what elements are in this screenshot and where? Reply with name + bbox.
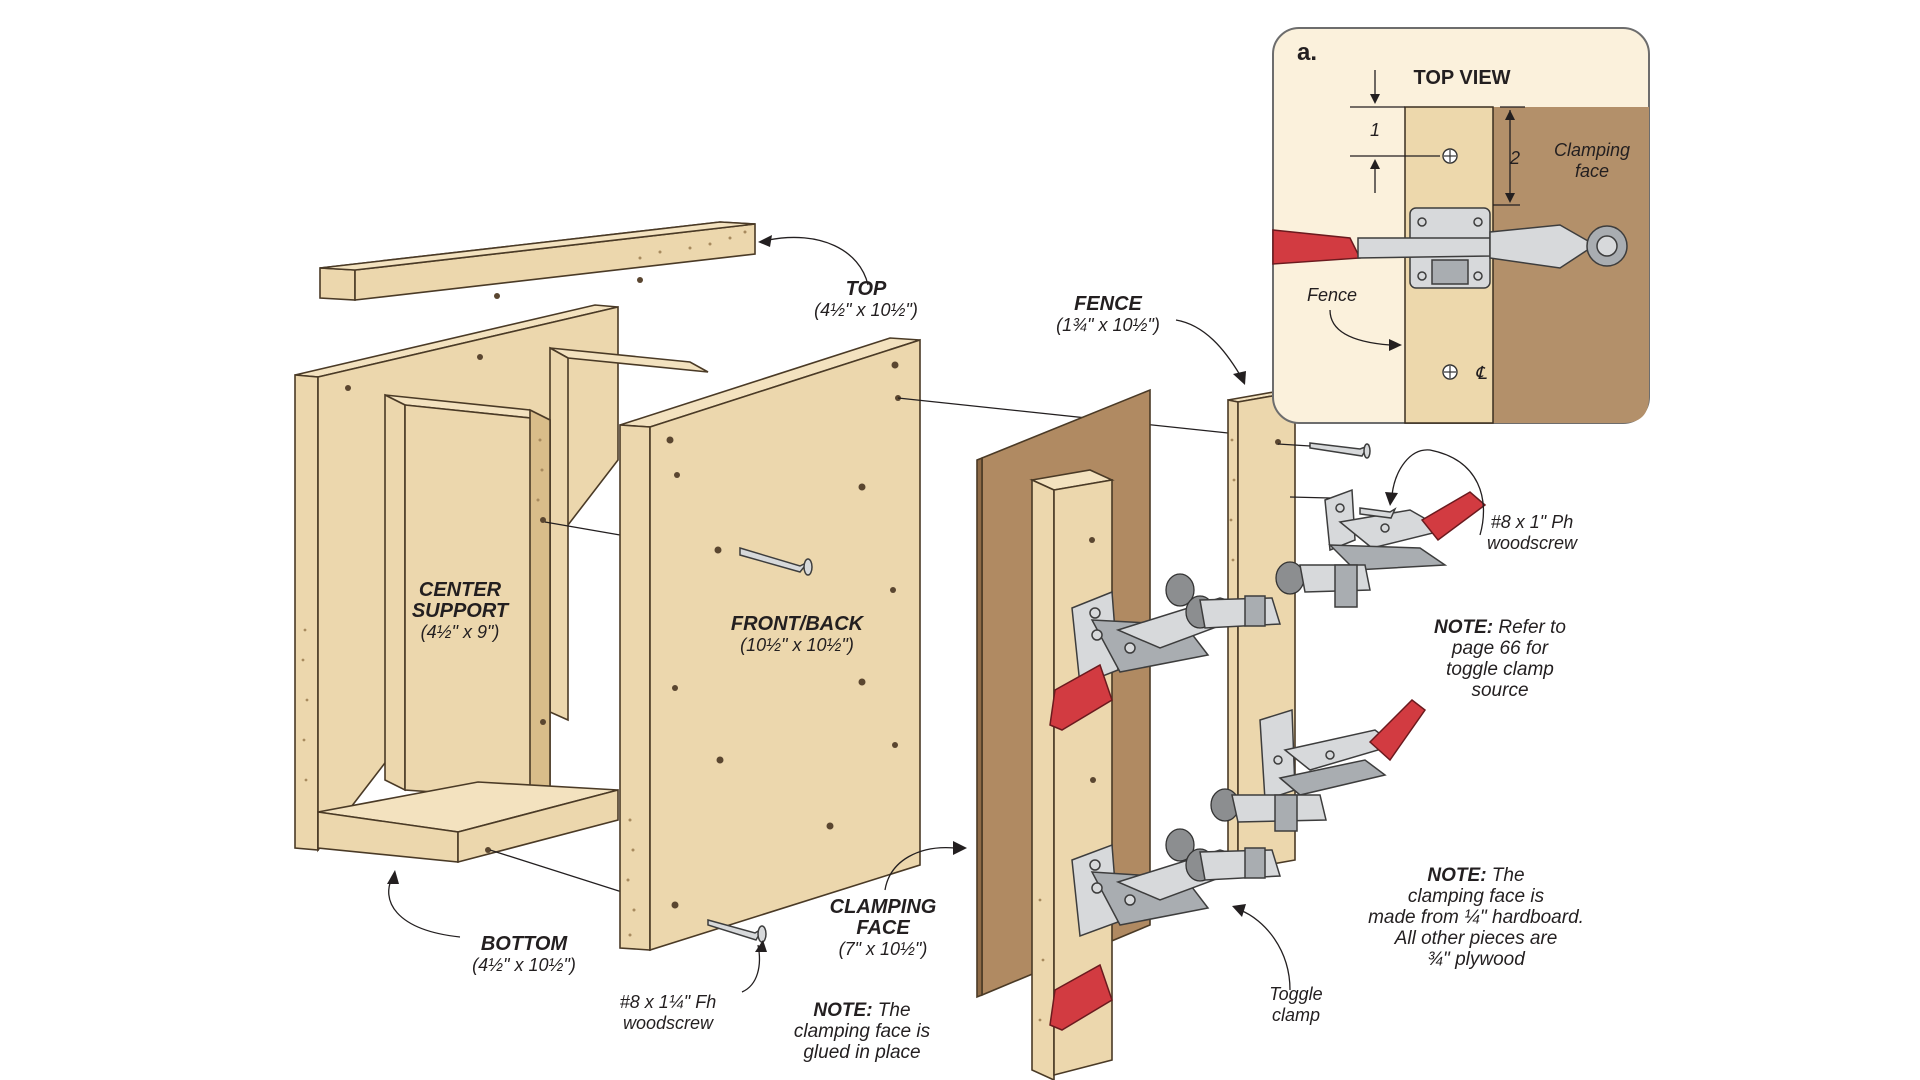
inset-fence-arrowhead <box>1389 339 1402 351</box>
inset-dim-1: 1 <box>1370 120 1380 140</box>
clamping-face-dim: (7" x 10½") <box>839 939 928 959</box>
toggle-clamp-leader <box>1239 909 1291 991</box>
center-support-label-2: SUPPORT <box>412 600 510 622</box>
toggle-clamp-front-lower <box>1049 828 1281 1031</box>
fence-label: FENCE <box>1074 293 1142 315</box>
fh-screw-arrowhead <box>755 940 767 952</box>
note-clamp-source-4: source <box>1471 680 1528 701</box>
inset-dim-arrow-2 <box>1370 159 1380 169</box>
inset-dim-2: 2 <box>1509 148 1520 168</box>
front-back-panel <box>619 337 921 952</box>
ph-screw-arrowhead <box>1385 492 1398 506</box>
inset-dim-arrow-3 <box>1505 110 1515 120</box>
toggle-clamp-arrowhead <box>1232 904 1246 917</box>
toggle-clamp-label-1: Toggle <box>1269 984 1322 1004</box>
top-leader <box>767 236 869 286</box>
ph-screw <box>1309 442 1371 459</box>
inset-clamping-face-1: Clamping <box>1554 140 1630 160</box>
front-fence-line <box>897 397 1229 434</box>
inset-centerline: ℄ <box>1475 363 1487 383</box>
inset-dim-arrow-1 <box>1370 94 1380 104</box>
ph-screw-leader <box>1391 449 1485 536</box>
top-dim: (4½" x 10½") <box>814 300 918 320</box>
note-hardboard-5: ¾" plywood <box>1427 949 1526 970</box>
toggle-clamp-front-upper <box>1049 573 1281 731</box>
center-support-label-1: CENTER <box>419 579 502 601</box>
bottom-label: BOTTOM <box>481 933 569 955</box>
fence-arrowhead <box>1233 371 1246 385</box>
center-support-rear <box>549 346 709 722</box>
inset-screw-bottom <box>1442 364 1458 380</box>
note-glued-2: clamping face is <box>794 1021 931 1042</box>
note-clamp-source-3: toggle clamp <box>1446 659 1554 680</box>
inset-clamping-face-area <box>1490 107 1649 423</box>
top-label: TOP <box>846 278 887 300</box>
bottom-arrowhead <box>387 870 399 884</box>
note-clamp-source-1: NOTE: Refer to <box>1434 617 1566 638</box>
center-support-dim: (4½" x 9") <box>421 622 500 642</box>
inset-dimension-lines <box>1350 70 1525 206</box>
inset-fence-label: Fence <box>1307 285 1357 305</box>
toggle-clamp-rear-middle <box>1210 699 1427 832</box>
ph-screw-small <box>1359 507 1397 519</box>
fence-dim: (1¾" x 10½") <box>1056 315 1160 335</box>
front-back-dim: (10½" x 10½") <box>740 635 854 655</box>
inset-top-view <box>1272 27 1650 424</box>
fh-screw-mid <box>739 546 813 576</box>
clamping-face-leader <box>884 846 956 891</box>
bottom-leader <box>388 875 461 938</box>
note-hardboard-1: NOTE: The <box>1427 865 1524 886</box>
ph-screw-label-2: woodscrew <box>1487 533 1578 553</box>
top-arrowhead <box>758 235 772 247</box>
note-hardboard-4: All other pieces are <box>1394 928 1558 949</box>
clamp-guide-line <box>1289 496 1331 499</box>
inset-dim-arrow-4 <box>1505 193 1515 203</box>
fh-screw-label-2: woodscrew <box>623 1013 714 1033</box>
clamping-face-label-2: FACE <box>856 917 910 939</box>
inset-letter: a. <box>1297 39 1317 66</box>
fence-screw-line <box>1277 443 1311 447</box>
top-piece <box>319 221 756 301</box>
note-glued-1: NOTE: The <box>813 1000 910 1021</box>
fh-screw-label-1: #8 x 1¼" Fh <box>620 992 716 1012</box>
inset-fence-leader <box>1329 309 1391 346</box>
inset-clamping-face-2: face <box>1575 161 1609 181</box>
front-back-label: FRONT/BACK <box>731 613 865 635</box>
center-screw-line <box>544 521 621 536</box>
inset-title: TOP VIEW <box>1413 67 1510 89</box>
toggle-clamp-rear-top <box>1275 488 1487 608</box>
toggle-clamp-label-2: clamp <box>1272 1005 1320 1025</box>
ph-screw-label-1: #8 x 1" Ph <box>1491 512 1573 532</box>
note-hardboard-2: clamping face is <box>1408 886 1545 907</box>
note-clamp-source-2: page 66 for <box>1451 638 1549 659</box>
note-glued-3: glued in place <box>803 1042 920 1063</box>
inset-toggle-clamp <box>1357 207 1628 289</box>
note-hardboard-3: made from ¼" hardboard. <box>1368 907 1584 928</box>
clamping-face-arrowhead <box>953 841 967 855</box>
inset-screw-top <box>1442 148 1458 164</box>
fh-screw-leader <box>741 944 761 993</box>
clamping-face-label-1: CLAMPING <box>830 896 937 918</box>
bottom-dim: (4½" x 10½") <box>472 955 576 975</box>
bottom-piece <box>317 781 619 864</box>
fence-leader <box>1175 319 1241 376</box>
